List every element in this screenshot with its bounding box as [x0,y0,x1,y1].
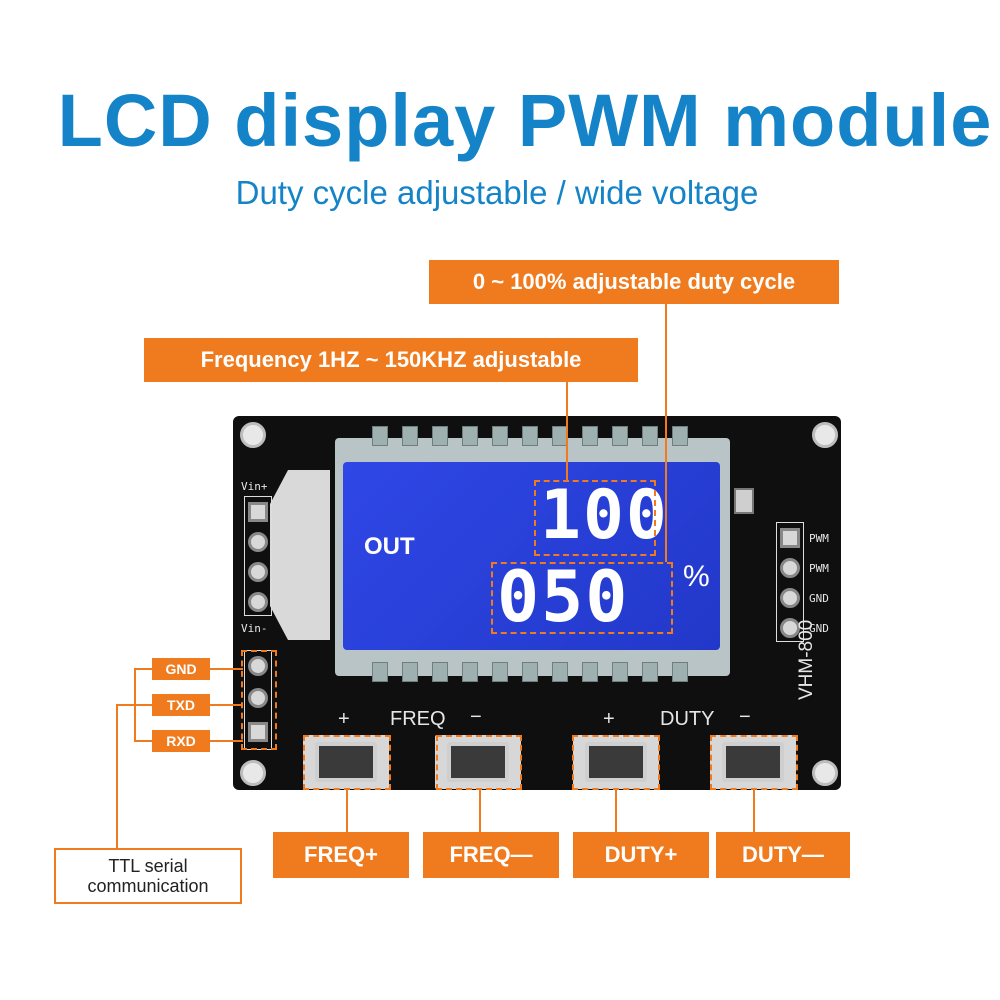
pwm-pad [780,558,800,578]
lcd-pins-top [372,426,702,446]
serial-pad [248,688,268,708]
button-highlight [436,735,522,790]
connector-line [134,668,152,670]
duty-highlight [491,562,673,634]
connector-line [210,740,243,742]
pwm-label-1: PWM [809,532,829,545]
connector-line [134,740,152,742]
lcd-duty-value: 050 [497,556,630,638]
lcd-pin [672,426,688,446]
mounting-hole [240,760,266,786]
mounting-hole [812,760,838,786]
ttl-serial-callout: TTL serial communication [54,848,242,904]
lcd-pin [492,426,508,446]
serial-pad [248,656,268,676]
duty-minus-label: DUTY— [716,832,850,878]
lcd-screen [343,462,720,650]
button-highlight [303,735,391,790]
lcd-pin [642,426,658,446]
lcd-pin [462,426,478,446]
pwm-label-2: PWM [809,562,829,575]
lcd-pin [432,426,448,446]
duty-plus-label: DUTY+ [573,832,709,878]
lcd-pin [672,662,688,682]
lcd-pin [522,662,538,682]
lcd-percent-sign: % [683,560,710,593]
mounting-hole [812,422,838,448]
freq-silk: FREQ [390,708,446,730]
lcd-pin [372,662,388,682]
connector-line [566,382,568,480]
connector-line [615,790,617,832]
lcd-pin [462,662,478,682]
serial-pad [248,722,268,742]
duty-minus-button[interactable] [722,742,784,782]
power-pad [248,562,268,582]
power-header-outline [244,496,272,616]
frequency-highlight [534,480,656,556]
page-subtitle: Duty cycle adjustable / wide voltage [235,174,759,211]
gnd-pin-label: GND [152,658,210,680]
freq-minus-button[interactable] [447,742,509,782]
freq-minus-label: FREQ— [423,832,559,878]
freq-plus-silk: + [338,708,350,730]
freq-minus-silk: − [470,706,482,728]
connector-line [479,790,481,832]
lcd-pin [402,662,418,682]
connector-line [346,790,348,832]
pwm-pad [780,588,800,608]
freq-plus-button[interactable] [315,742,377,782]
mounting-hole [240,422,266,448]
lcd-pin [582,426,598,446]
gnd-label-2: GND [809,622,829,635]
power-pad [248,592,268,612]
lcd-pin [402,426,418,446]
connector-line [116,704,152,706]
freq-plus-label: FREQ+ [273,832,409,878]
pwm-pad [780,528,800,548]
lcd-pin [522,426,538,446]
lcd-pin [642,662,658,682]
duty-plus-button[interactable] [585,742,647,782]
connector-line [210,704,243,706]
txd-pin-label: TXD [152,694,210,716]
lcd-pin [612,662,628,682]
serial-highlight [241,650,277,750]
lcd-pin [372,426,388,446]
vin-plus-label: Vin+ [241,480,268,493]
lcd-pin [432,662,448,682]
gnd-label-1: GND [809,592,829,605]
backlight-panel [270,470,330,640]
lcd-out-label: OUT [364,533,415,560]
lcd-pin [552,662,568,682]
button-highlight [572,735,660,790]
power-pad [248,502,268,522]
vin-minus-label: Vin- [241,622,268,635]
lcd-frequency-value: 100 [540,476,669,555]
power-pad [248,532,268,552]
connector-line [665,304,667,562]
duty-silk: DUTY [660,708,715,730]
lcd-pin [612,426,628,446]
button-highlight [710,735,798,790]
smd-component [734,488,754,514]
duty-range-callout: 0 ~ 100% adjustable duty cycle [429,260,839,304]
lcd-pins-bottom [372,662,702,682]
pwm-header-outline [776,522,804,642]
connector-line [210,668,243,670]
frequency-range-callout: Frequency 1HZ ~ 150KHZ adjustable [144,338,638,382]
duty-plus-silk: + [603,708,615,730]
lcd-pin [492,662,508,682]
pwm-pad [780,618,800,638]
duty-minus-silk: − [739,706,751,728]
rxd-pin-label: RXD [152,730,210,752]
connector-line [116,704,118,848]
connector-line [753,790,755,832]
model-label: VHM-800 [796,619,817,700]
page-title: LCD display PWM module [57,79,993,162]
lcd-pin [582,662,598,682]
